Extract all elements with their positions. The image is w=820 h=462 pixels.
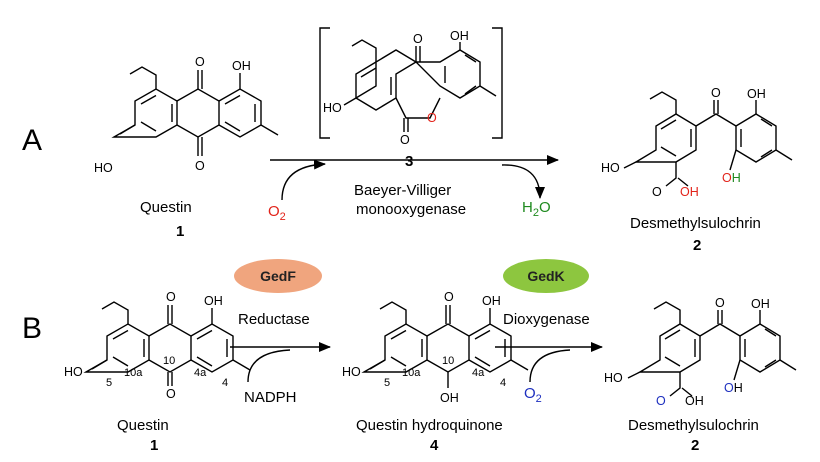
questin-hydroquinone-structure (361, 301, 529, 388)
atom-ho-q1: HO (604, 371, 623, 385)
atom-o-h1: O (444, 290, 454, 304)
position-5-b1: 5 (106, 377, 112, 389)
atom-ho-i1: HO (323, 101, 342, 115)
atom-oh-p3-split: OH (722, 171, 741, 185)
nadph-label: NADPH (244, 389, 297, 406)
gedk-label: GedK (527, 268, 564, 284)
compound-number-desmethylsulochrin-a: 2 (693, 237, 701, 254)
atom-o-i3-red: O (427, 111, 437, 125)
gedk-badge (503, 259, 589, 293)
compound-name-questin-b: Questin (117, 417, 169, 434)
gedf-badge (234, 259, 322, 293)
cofactor-in-curve-a (281, 159, 326, 201)
atom-o-q1: O (715, 296, 725, 310)
position-10a-b1: 10a (124, 367, 143, 379)
atom-ho-h1: HO (342, 365, 361, 379)
position-10a-h: 10a (402, 367, 421, 379)
questin-structure-a (111, 66, 279, 156)
atom-oh-p2-red: OH (680, 185, 699, 199)
questin-structure-b (83, 301, 251, 386)
atom-o-p2: O (652, 185, 662, 199)
gedf-label: GedF (260, 268, 296, 284)
atom-oh-q2: OH (685, 394, 704, 408)
o2-curve-b (529, 349, 571, 383)
cofactor-o2-b: O2 (524, 385, 542, 405)
atom-o-a2: O (195, 159, 205, 173)
atom-o-i1: O (413, 32, 423, 46)
atom-oh-a1: OH (232, 59, 251, 73)
position-5-h: 5 (384, 377, 390, 389)
desmethylsulochrin-structure-a (623, 91, 793, 187)
position-4a-b1: 4a (194, 367, 207, 379)
compound-name-questin-hydroquinone: Questin hydroquinone (356, 417, 503, 434)
atom-oh-b1: OH (204, 294, 223, 308)
position-4a-h: 4a (472, 367, 485, 379)
reductase-label: Reductase (238, 311, 310, 328)
compound-number-desmethylsulochrin-b: 2 (691, 437, 699, 454)
compound-number-questin-b: 1 (150, 437, 158, 454)
cofactor-water-a: H2O (522, 199, 551, 219)
atom-oh-h1: OH (482, 294, 501, 308)
compound-name-desmethylsulochrin-a: Desmethylsulochrin (630, 215, 761, 232)
atom-o-i2: O (400, 133, 410, 147)
atom-oh-q3-split: OH (724, 381, 743, 395)
compound-number-hydroquinone: 4 (430, 437, 439, 454)
atom-oh-q1: OH (751, 297, 770, 311)
atom-o-a1: O (195, 55, 205, 69)
position-10-b1: 10 (163, 355, 175, 367)
atom-oh-h2: OH (440, 391, 459, 405)
cofactor-o2-a: O2 (268, 203, 286, 223)
atom-oh-p1: OH (747, 87, 766, 101)
atom-o-b1: O (166, 290, 176, 304)
position-10-h: 10 (442, 355, 454, 367)
compound-number-intermediate-3: 3 (405, 153, 413, 170)
desmethylsulochrin-structure-b (627, 301, 797, 397)
enzyme-name-line2-a: monooxygenase (356, 201, 466, 218)
panel-label-b: B (22, 312, 42, 345)
atom-ho-p1: HO (601, 161, 620, 175)
atom-oh-i1: OH (450, 29, 469, 43)
enzyme-name-line1-a: Baeyer-Villiger (354, 182, 451, 199)
compound-number-questin-a: 1 (176, 223, 184, 240)
intermediate-3-structure (319, 27, 503, 139)
dioxygenase-label: Dioxygenase (503, 311, 590, 328)
atom-ho-a1: HO (94, 161, 113, 175)
atom-o-q2-blue: O (656, 394, 666, 408)
panel-label-a: A (22, 124, 42, 157)
compound-name-desmethylsulochrin-b: Desmethylsulochrin (628, 417, 759, 434)
compound-name-questin-a: Questin (140, 199, 192, 216)
position-4-b1: 4 (222, 377, 228, 389)
atom-o-b2: O (166, 387, 176, 401)
atom-o-p1: O (711, 86, 721, 100)
atom-ho-b1: HO (64, 365, 83, 379)
position-4-h: 4 (500, 377, 506, 389)
nadph-curve (247, 349, 291, 383)
cofactor-out-curve-a (501, 164, 545, 199)
